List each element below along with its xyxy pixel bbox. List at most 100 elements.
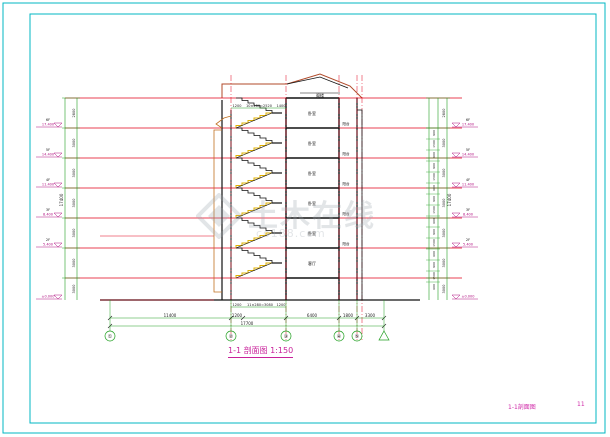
level-right-triangle-icon-5 — [451, 294, 461, 300]
dim-bottom: 11400 1200 6400 1800 3300 17700 1200 11×… — [107, 104, 387, 329]
dim-stair-bottom-1: 1200 — [233, 303, 242, 307]
dim-stair-top-3: 1400 — [277, 104, 286, 108]
axis-bubble-5 — [351, 330, 363, 342]
dim-stair-bottom-2: 11×280=3080 — [247, 303, 273, 307]
axis-bubble-2 — [225, 330, 237, 342]
stair-flight-down-1 — [236, 127, 273, 143]
stair-stringer-up-1 — [235, 142, 273, 159]
dim-right-0: 2800 — [442, 109, 446, 118]
room-label-4: 卧室 — [308, 230, 316, 236]
stair-stringer-up-2 — [235, 172, 273, 189]
dim-bottom-4: 1800 — [343, 313, 354, 318]
level-left-triangle-icon-3 — [53, 212, 63, 218]
dim-left-6: 3000 — [72, 285, 76, 294]
dim-right-sub-3: 900 — [432, 163, 436, 169]
dim-right-sub-13: 1500 — [432, 272, 436, 280]
level-right-name-2: 4F — [466, 178, 470, 182]
roof: 阁楼 — [221, 73, 363, 99]
room-label-0: 卧室 — [308, 110, 316, 116]
room-label-3: 卧室 — [308, 200, 316, 206]
level-left-elev-1: 14.400 — [42, 153, 54, 157]
dim-stair-bottom-3: 1200 — [277, 303, 286, 307]
stair-stringer-up-0 — [235, 112, 273, 129]
axis-label-3: ③ — [284, 334, 288, 340]
drawing-frame — [29, 13, 597, 424]
level-right-name-3: 3F — [466, 208, 470, 212]
dim-left: 17400 — [59, 98, 78, 300]
stair-stringer-up-5 — [235, 262, 273, 279]
level-left-elev-4: 5.400 — [43, 243, 53, 247]
section-walls — [213, 75, 363, 340]
stair-flights — [235, 97, 282, 279]
level-left-name-1: 5F — [46, 148, 50, 152]
room-label-5: 客厅 — [308, 260, 316, 266]
dim-stair-top-1: 1200 — [233, 104, 242, 108]
level-left-triangle-icon-4 — [53, 242, 63, 248]
stair-flight-down-5 — [236, 247, 273, 263]
axis-bubble-6 — [378, 330, 390, 341]
level-left-elev-3: 8.400 — [43, 213, 53, 217]
axis-bubble-1 — [104, 330, 116, 342]
stair-flight-down-0 — [236, 97, 273, 113]
level-right-triangle-icon-2 — [451, 182, 461, 188]
stair-stringer-up-3 — [235, 202, 273, 219]
level-left-name-0: 6F — [46, 118, 50, 122]
dim-right-sub-5: 600 — [432, 185, 436, 191]
level-right-elev-1: 14.400 — [462, 153, 474, 157]
level-right-elev-4: 5.400 — [463, 243, 473, 247]
dim-left-3: 3000 — [72, 199, 76, 208]
dim-right-1: 3000 — [442, 139, 446, 148]
dim-right-2: 3000 — [442, 169, 446, 178]
dim-right-total: 17400 — [447, 193, 452, 206]
dim-right-sub-7: 1500 — [432, 206, 436, 214]
level-right-elev-3: 8.400 — [463, 213, 473, 217]
level-right-elev-0: 17.400 — [462, 123, 474, 127]
level-right-name-4: 2F — [466, 238, 470, 242]
level-left-triangle-icon-0 — [53, 122, 63, 128]
dim-bottom-total: 17700 — [241, 321, 254, 326]
dim-bottom-2: 1200 — [232, 313, 243, 318]
dim-right-sub-4: 1500 — [432, 173, 436, 181]
dim-right-sub-8: 600 — [432, 218, 436, 224]
level-left-name-4: 2F — [46, 238, 50, 242]
dim-left-total: 17400 — [59, 193, 64, 206]
dim-right-5: 3000 — [442, 259, 446, 268]
level-left-name-2: 4F — [46, 178, 50, 182]
dim-right-sub-1: 1500 — [432, 140, 436, 148]
dim-left-5: 3000 — [72, 259, 76, 268]
level-left-elev-2: 11.400 — [42, 183, 54, 187]
dim-left-2: 3000 — [72, 169, 76, 178]
dim-right-sub-2: 600 — [432, 152, 436, 158]
dim-right-4: 3000 — [442, 229, 446, 238]
level-left-triangle-icon-5 — [53, 294, 63, 300]
axis-bubbles: ① ② ③ ④ ⑤ — [104, 300, 390, 342]
dim-tick-2 — [240, 315, 246, 321]
balcony-left — [213, 129, 222, 293]
roof-line-upper — [286, 76, 349, 89]
floor-lines — [65, 97, 462, 279]
axis-label-1: ① — [108, 334, 113, 340]
level-markers: 6F17.4005F14.4004F11.4003F8.4002F5.400±0… — [36, 118, 478, 300]
balcony-label-3: 阳台 — [343, 211, 351, 216]
level-right-triangle-icon-4 — [451, 242, 461, 248]
level-right-name-0: 6F — [466, 118, 470, 122]
dim-left-4: 3000 — [72, 229, 76, 238]
stair-flight-down-3 — [236, 187, 273, 203]
level-right-triangle-icon-3 — [451, 212, 461, 218]
level-right-name-1: 5F — [466, 148, 470, 152]
axis-bubble-4 — [333, 330, 345, 342]
dim-right-6: 3000 — [442, 285, 446, 294]
dim-stair-top-2: 10×280=2520 — [246, 104, 272, 108]
level-left-elev-5: ±0.000 — [42, 295, 55, 299]
sheet-name: 1-1剖面图 — [508, 404, 536, 411]
level-left-triangle-icon-2 — [53, 182, 63, 188]
dim-right-sub-0: 900 — [432, 130, 436, 136]
level-right-elev-5: ±0.000 — [462, 295, 475, 299]
dim-right-sub-11: 600 — [432, 251, 436, 257]
dim-bottom-5: 3300 — [365, 313, 376, 318]
axis-label-5: ⑤ — [355, 334, 359, 340]
balcony-left-top — [215, 115, 232, 129]
title-underline — [228, 357, 294, 358]
balcony-label-4: 阳台 — [343, 241, 351, 246]
